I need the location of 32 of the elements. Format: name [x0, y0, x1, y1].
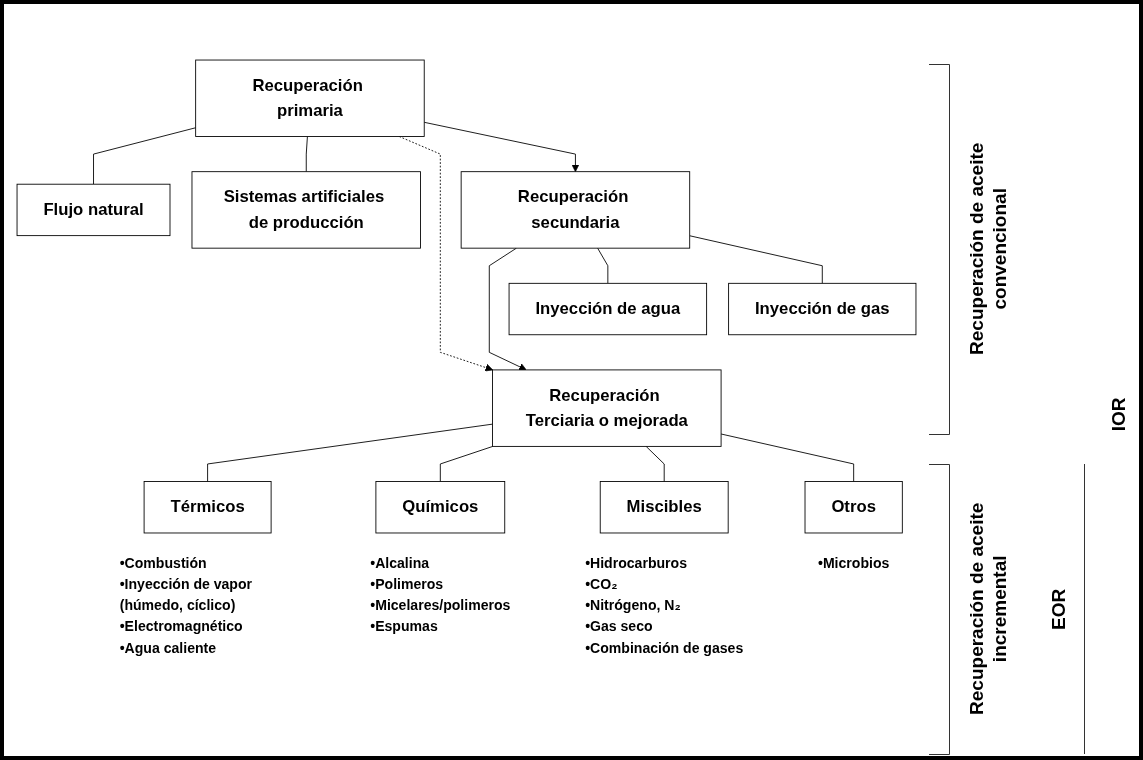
bullet-list: •Hidrocarburos •CO₂ •Nitrógeno, N₂ •Gas seco •Combinación de gases: [585, 555, 744, 656]
bullet-list: •Alcalina •Polimeros •Micelares/polimeros •Espumas: [370, 555, 511, 635]
node-label: •CO₂: [585, 576, 618, 592]
process-box: Recuperación Terciaria o mejorada: [492, 369, 722, 447]
process-box: Otros: [804, 481, 903, 534]
side-label: Recuperación de aceite incremental: [966, 501, 1011, 717]
node-label: •Polimeros: [370, 576, 444, 592]
node-label: •Combustión: [119, 555, 207, 571]
process-box: Inyección de gas: [728, 282, 917, 336]
process-box: Sistemas artificiales de producción: [191, 171, 421, 249]
side-label: IOR: [1107, 396, 1130, 433]
side-label: EOR: [1047, 587, 1070, 632]
process-box: Térmicos: [143, 481, 272, 534]
node-label: •Electromagnético: [119, 619, 243, 635]
node-label: •Gas seco: [585, 619, 653, 635]
process-box: Recuperación secundaria: [460, 171, 691, 249]
node-label: •Inyección de vapor (húmedo, cíclico): [119, 576, 253, 613]
node-label: •Hidrocarburos: [585, 555, 687, 571]
node-label: •Micelares/polimeros: [370, 598, 511, 613]
process-box: Químicos: [375, 481, 506, 534]
node-label: •Nitrógeno, N₂: [585, 598, 681, 613]
process-box: Miscibles: [599, 481, 729, 534]
process-box: Inyección de agua: [508, 282, 708, 336]
bullet-list: •Microbios: [818, 555, 890, 571]
node-label: •Espumas: [370, 619, 438, 635]
side-label: Recuperación de aceite convencional: [966, 141, 1011, 357]
process-box: Recuperación primaria: [195, 59, 425, 137]
bullet-list: •Combustión •Inyección de vapor (húmedo, cíclico) •Electromagnético •Agua caliente: [119, 555, 253, 656]
node-label: •Agua caliente: [119, 640, 217, 656]
node-label: •Alcalina: [370, 555, 430, 571]
process-box: Flujo natural: [16, 183, 171, 237]
node-label: •Combinación de gases: [585, 640, 744, 656]
